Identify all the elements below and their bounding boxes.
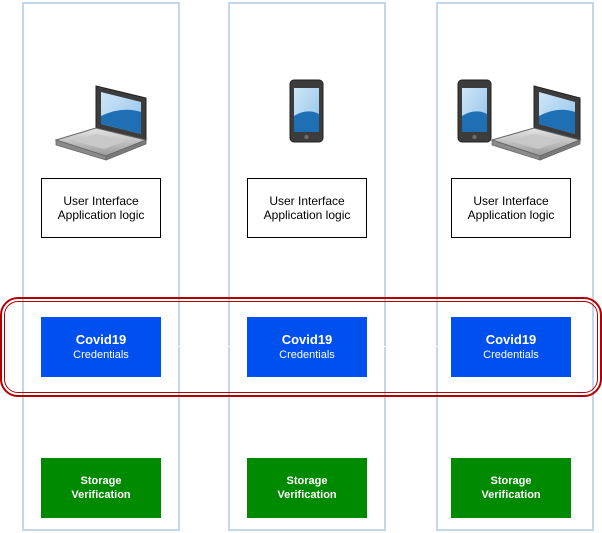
credentials-subtitle: Credentials bbox=[279, 349, 335, 361]
column-1 bbox=[22, 2, 180, 531]
credentials-subtitle: Credentials bbox=[73, 349, 129, 361]
app-box-3: User Interface Application logic bbox=[451, 178, 571, 238]
storage-line-1: Storage bbox=[490, 475, 532, 487]
storage-box-3: Storage Verification bbox=[451, 458, 571, 518]
storage-line-1: Storage bbox=[286, 475, 328, 487]
storage-line-2: Verification bbox=[481, 489, 541, 501]
credentials-highlight-inner bbox=[4, 301, 598, 393]
app-box-line-2: Application logic bbox=[263, 208, 351, 222]
app-box-line-1: User Interface bbox=[269, 194, 345, 208]
storage-box-1: Storage Verification bbox=[41, 458, 161, 518]
credentials-title: Covid19 bbox=[485, 332, 537, 347]
app-box-line-1: User Interface bbox=[473, 194, 549, 208]
credentials-box-3: Covid19 Credentials bbox=[451, 317, 571, 377]
credentials-title: Covid19 bbox=[281, 332, 333, 347]
column-3 bbox=[436, 2, 594, 531]
credentials-box-2: Covid19 Credentials bbox=[247, 317, 367, 377]
column-2 bbox=[228, 2, 386, 531]
storage-line-2: Verification bbox=[71, 489, 131, 501]
app-box-2: User Interface Application logic bbox=[247, 178, 367, 238]
credentials-title: Covid19 bbox=[75, 332, 127, 347]
connector-line bbox=[161, 346, 247, 347]
credentials-box-1: Covid19 Credentials bbox=[41, 317, 161, 377]
app-box-line-2: Application logic bbox=[57, 208, 145, 222]
storage-line-2: Verification bbox=[277, 489, 337, 501]
storage-line-1: Storage bbox=[80, 475, 122, 487]
credentials-subtitle: Credentials bbox=[483, 349, 539, 361]
app-box-line-2: Application logic bbox=[467, 208, 555, 222]
app-box-1: User Interface Application logic bbox=[41, 178, 161, 238]
credentials-highlight-outer bbox=[0, 297, 602, 397]
storage-box-2: Storage Verification bbox=[247, 458, 367, 518]
connector-line bbox=[367, 346, 451, 347]
app-box-line-1: User Interface bbox=[63, 194, 139, 208]
